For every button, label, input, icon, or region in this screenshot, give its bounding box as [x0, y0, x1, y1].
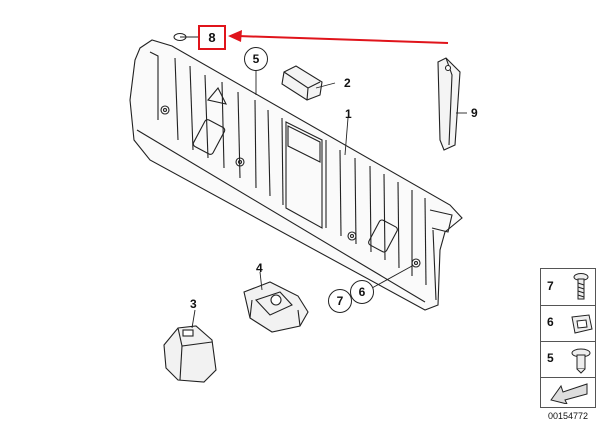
callout-7: 7 — [328, 289, 352, 313]
legend-item-7: 7 — [541, 269, 595, 306]
screw-icon — [573, 273, 589, 300]
highlight-arrow — [228, 30, 449, 44]
legend-item-6: 6 — [541, 305, 595, 342]
strip-part-9 — [437, 57, 461, 151]
highlighted-part-label: 8 — [208, 30, 216, 45]
callout-5: 5 — [244, 47, 268, 71]
direction-arrow-icon — [550, 383, 588, 404]
housing-part-3 — [163, 325, 217, 383]
legend-item-label: 7 — [547, 279, 554, 293]
document-number: 00154772 — [547, 411, 589, 421]
grommet-nut-icon — [571, 314, 593, 334]
callout-2: 2 — [344, 76, 351, 90]
luggage-compartment-trim-panel — [129, 39, 463, 311]
callout-3: 3 — [190, 297, 197, 311]
legend-item-label: 5 — [547, 351, 554, 365]
fastener-legend: 7 6 5 — [540, 268, 596, 408]
callout-4: 4 — [256, 261, 263, 275]
highlighted-part-number: 8 — [198, 25, 226, 50]
legend-item-label: 6 — [547, 315, 554, 329]
callout-1: 1 — [345, 107, 352, 121]
callout-6: 6 — [350, 280, 374, 304]
legend-arrow-cell — [541, 377, 595, 407]
leader-lines — [180, 36, 467, 329]
callout-9: 9 — [471, 106, 478, 120]
legend-item-5: 5 — [541, 341, 595, 378]
expanding-rivet-icon — [571, 348, 591, 374]
lock-bracket-part-4 — [243, 281, 309, 333]
cover-cap-part-2 — [281, 65, 323, 101]
